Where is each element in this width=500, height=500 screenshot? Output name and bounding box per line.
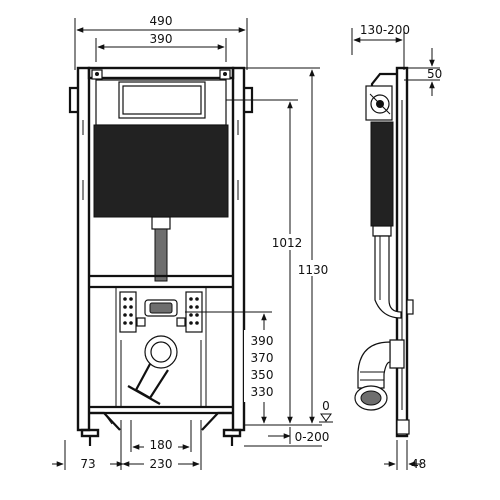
height-inner-label: 1012 [272, 236, 303, 250]
outlet-height-370: 370 [251, 351, 274, 365]
side-cistern [370, 121, 394, 227]
drain-bend [127, 335, 178, 405]
frame-width-label: 490 [150, 14, 173, 28]
left-perforated-plate [119, 291, 137, 333]
side-flush-pipe [374, 235, 402, 319]
floor-reference-icon [320, 413, 332, 422]
foot-spacing-label: 230 [150, 457, 173, 471]
front-view: 490 390 [52, 14, 333, 471]
frame-profile [395, 66, 409, 438]
left-foot [80, 428, 100, 438]
outlet-spacing-label: 180 [150, 438, 173, 452]
top-offset-label: 50 [427, 67, 442, 81]
rear-offset-label: 48 [411, 457, 426, 471]
flush-pipe [154, 228, 168, 282]
floor-reference-label: 0 [322, 399, 330, 413]
cistern [93, 124, 229, 218]
outlet-height-330: 330 [251, 385, 274, 399]
side-offset-label: 73 [80, 457, 95, 471]
depth-range-label: 130-200 [360, 23, 410, 37]
fixing-spacing-label: 390 [150, 32, 173, 46]
height-total-label: 1130 [298, 263, 329, 277]
outlet-height-350: 350 [251, 368, 274, 382]
foot-adjust-label: 0-200 [295, 430, 330, 444]
outlet-height-390: 390 [251, 334, 274, 348]
right-foot [222, 428, 242, 438]
side-view: 130-200 50 [351, 23, 442, 471]
side-drain-elbow [354, 339, 405, 411]
